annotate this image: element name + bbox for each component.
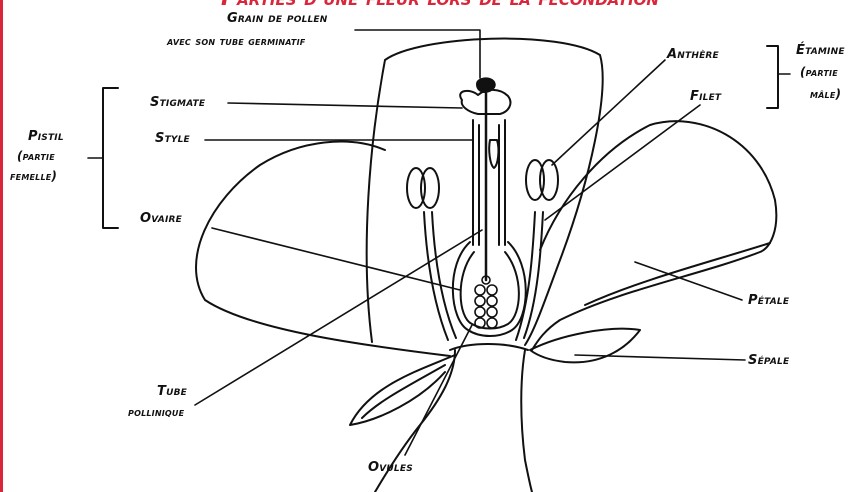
right-sepal xyxy=(530,329,640,363)
label-tube: Tube xyxy=(157,383,187,400)
label-etamine-partie: (partie xyxy=(800,64,838,81)
label-pistil-partie: (partie xyxy=(17,148,55,165)
label-petale: Pétale xyxy=(748,292,789,309)
label-etamine: Étamine xyxy=(796,42,845,59)
label-sepale: Sépale xyxy=(748,352,789,369)
label-grain-de-pollen: Grain de pollen xyxy=(227,10,328,27)
leader-anthere xyxy=(552,60,665,165)
left-sepal-inner xyxy=(362,365,445,418)
leader-ovules xyxy=(405,325,472,455)
leader-stigmate xyxy=(228,103,462,108)
label-tube-pollinique: pollinique xyxy=(128,404,184,421)
label-pistil-femelle: femelle) xyxy=(10,168,57,185)
label-stigmate: Stigmate xyxy=(150,94,205,111)
pistil-bracket xyxy=(103,88,118,228)
left-petal xyxy=(196,142,450,356)
label-ovaire: Ovaire xyxy=(140,210,182,227)
label-etamine-male: mâle) xyxy=(810,86,841,103)
label-pistil: Pistil xyxy=(28,128,64,145)
etamine-bracket xyxy=(767,46,778,108)
leader-grain xyxy=(355,30,480,78)
left-anther-b xyxy=(421,168,439,208)
left-filament-2 xyxy=(432,212,456,338)
label-ovules: Ovules xyxy=(368,459,413,476)
label-style: Style xyxy=(155,130,190,147)
stem-right xyxy=(521,350,532,492)
label-grain-de-pollen-sub: avec son tube germinatif xyxy=(167,33,305,50)
leader-filet xyxy=(545,105,700,220)
ovary xyxy=(453,242,526,336)
small-anther-behind xyxy=(489,140,498,168)
label-filet: Filet xyxy=(690,88,721,105)
left-anther-a xyxy=(407,168,425,208)
right-anther-b xyxy=(540,160,558,200)
right-anther-a xyxy=(526,160,544,200)
left-filament xyxy=(424,212,448,340)
ovules xyxy=(475,276,497,328)
label-anthere: Anthère xyxy=(667,46,719,63)
right-petal-fold xyxy=(585,243,770,305)
leader-ovaire xyxy=(212,228,460,290)
